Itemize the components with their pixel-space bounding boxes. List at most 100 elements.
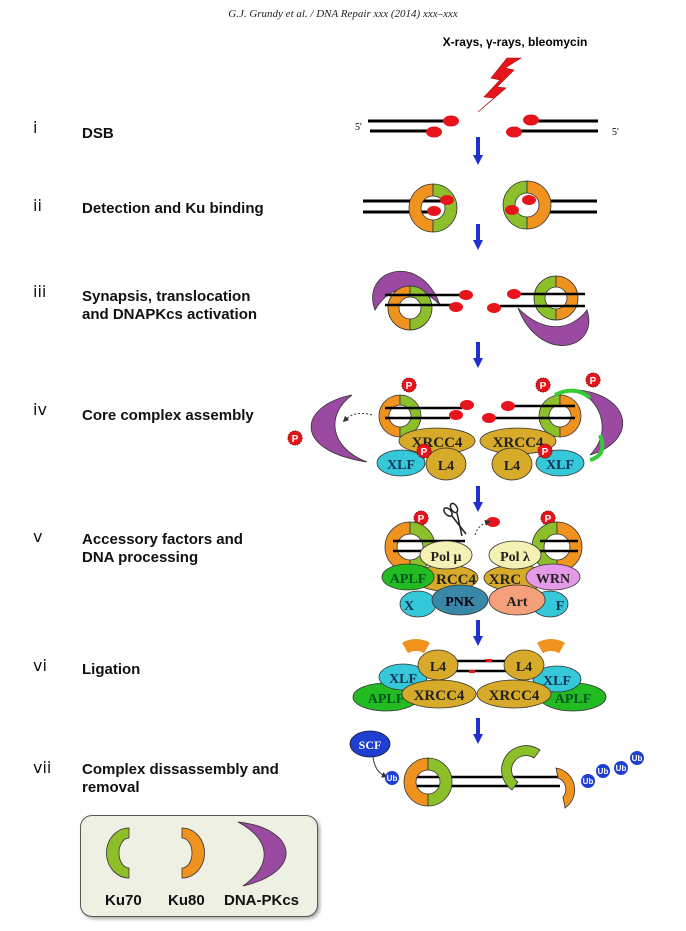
step-number: vii [33, 758, 52, 777]
ku80-subunit [408, 183, 434, 233]
phosphate-icon: P [287, 430, 303, 446]
dna-end-dot [426, 126, 442, 138]
step-label-line1: Synapsis, translocation [82, 288, 251, 305]
art-label: Art [507, 595, 528, 610]
svg-text:P: P [421, 447, 428, 458]
phosphate-icon: P [585, 372, 601, 388]
ubiquitin-icon: Ub [614, 761, 628, 775]
released-ku80 [555, 767, 576, 809]
released-ku70 [501, 745, 541, 791]
pol-mu-label: Pol μ [431, 550, 462, 565]
xrcc4-label: XRCC4 [414, 688, 465, 704]
down-arrow-icon [473, 620, 483, 646]
legend-label-ku80: Ku80 [168, 892, 205, 909]
xlf-partial-label: F [556, 599, 565, 614]
phosphate-icon: P [401, 377, 417, 393]
svg-text:P: P [540, 381, 547, 392]
svg-text:P: P [590, 376, 597, 387]
dna-pkcs [517, 307, 590, 346]
l4-label: L4 [516, 660, 532, 675]
ubiquitin-icon: Ub [385, 771, 399, 785]
xlf-label: XLF [389, 672, 417, 687]
five-prime-label: 5' [355, 122, 362, 133]
dna-pkcs [372, 270, 441, 311]
lightning-bolt-icon [477, 57, 523, 113]
svg-text:P: P [418, 514, 425, 525]
xrcc4-partial-label: RCC4 [436, 572, 476, 588]
step-number: iv [33, 400, 47, 419]
ubiquitin-icon: Ub [596, 764, 610, 778]
dna-end-dot [523, 114, 539, 126]
aplf-label: APLF [368, 692, 405, 707]
scissors-icon [443, 502, 467, 537]
step-label: Core complex assembly [82, 407, 254, 424]
scf-label: SCF [359, 738, 382, 752]
step-label-line2: removal [82, 779, 140, 796]
xlf-label: XLF [546, 458, 574, 473]
step-number: ii [33, 196, 42, 215]
step-number: iii [33, 282, 47, 301]
aplf-label: APLF [555, 692, 592, 707]
svg-text:Ub: Ub [616, 764, 627, 773]
ku80-legend-icon [181, 827, 205, 879]
disassembly-diagram: SCF Ub Ub Ub Ub Ub [349, 730, 644, 809]
step-label: DSB [82, 125, 114, 142]
step-number: v [33, 527, 43, 546]
down-arrow-icon [473, 486, 483, 512]
xrcc4-label: XRCC4 [489, 688, 540, 704]
l4-label: L4 [438, 459, 454, 474]
down-arrow-icon [473, 718, 483, 744]
svg-text:Ub: Ub [598, 767, 609, 776]
dsb-diagram: 5' 5' [355, 114, 619, 138]
legend: Ku70 Ku80 DNA-PKcs [80, 815, 318, 917]
dna-end-dot [506, 126, 522, 138]
l4-label: L4 [504, 459, 520, 474]
phospho-markers: P P P P P P P P [287, 372, 601, 526]
ubiquitin-icon: Ub [630, 751, 644, 765]
xrcc4-label: XRCC4 [493, 435, 544, 451]
step-number: i [33, 118, 38, 137]
svg-text:Ub: Ub [583, 777, 594, 786]
wrn-label: WRN [536, 572, 570, 587]
svg-text:P: P [542, 447, 549, 458]
flow-arrows [473, 137, 483, 744]
pol-lambda-label: Pol λ [500, 550, 530, 565]
down-arrow-icon [473, 137, 483, 165]
ku-binding-diagram [363, 180, 597, 233]
phosphate-icon: P [535, 377, 551, 393]
step-label-line1: Accessory factors and [82, 531, 243, 548]
l4-label: L4 [430, 660, 446, 675]
phosphate-icon: P [416, 443, 432, 459]
core-complex-diagram: XRCC4 XRCC4 XLF XLF L4 L4 [310, 388, 624, 481]
down-arrow-icon [473, 224, 483, 250]
step-label-line2: and DNAPKcs activation [82, 306, 258, 323]
dna-pkcs-legend-icon [237, 821, 287, 887]
down-arrow-icon [473, 342, 483, 368]
step-label-line2: DNA processing [82, 549, 199, 566]
ubiquitin-icon: Ub [581, 774, 595, 788]
dna-end-dot [443, 115, 459, 127]
ubiquitin-chain: Ub Ub Ub Ub Ub [385, 751, 644, 788]
xlf-partial-label: X [404, 599, 414, 614]
legend-label-dna-pkcs: DNA-PKcs [224, 892, 300, 909]
scf-complex [349, 730, 391, 758]
ligation-diagram: APLF APLF XLF XLF XRCC4 XRCC4 L4 L4 [352, 639, 607, 712]
step-label: Ligation [82, 661, 141, 678]
released-dna-pkcs [310, 394, 368, 463]
damage-source-label: X-rays, γ-rays, bleomycin [443, 35, 588, 49]
step-number: vi [33, 656, 47, 675]
pnk-label: PNK [445, 595, 475, 610]
step-label: Detection and Ku binding [82, 200, 264, 217]
aplf-label: APLF [390, 572, 427, 587]
xrcc4-partial-label: XRC [489, 572, 522, 588]
phosphate-icon: P [537, 443, 553, 459]
svg-text:Ub: Ub [387, 774, 398, 783]
svg-text:Ub: Ub [632, 754, 643, 763]
ku70-legend-icon [106, 827, 130, 879]
svg-text:P: P [545, 514, 552, 525]
xlf-label: XLF [387, 458, 415, 473]
